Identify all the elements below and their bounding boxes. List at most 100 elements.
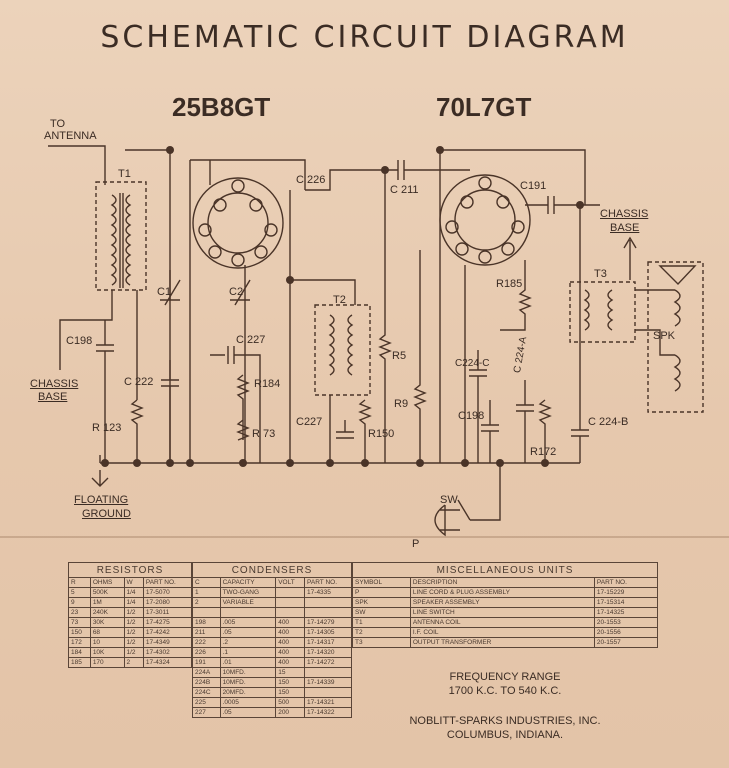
- table-cell: [275, 597, 306, 608]
- label-t3: T3: [594, 268, 607, 280]
- resistor-r150: [358, 399, 372, 463]
- table-cell: 1/2: [123, 647, 144, 658]
- table-cell: 1/2: [123, 627, 144, 638]
- table-cell: 400: [275, 637, 306, 648]
- col-header: PART NO.: [593, 577, 659, 588]
- table-cell: 73: [68, 617, 91, 628]
- capacitor-c224b: [571, 205, 589, 463]
- table-cell: [275, 587, 306, 598]
- label-c224b: C 224-B: [588, 416, 629, 428]
- capacitor-c211: [385, 160, 470, 180]
- table-cell: 15: [275, 667, 306, 678]
- table-cell: 17-14279: [304, 617, 352, 628]
- label-r185: R185: [496, 278, 523, 290]
- table-cell: .01: [219, 657, 277, 668]
- label-base-right: BASE: [610, 222, 640, 234]
- table-cell: 17-4335: [304, 587, 352, 598]
- table-cell: 224B: [192, 677, 221, 688]
- table-cell: [304, 687, 352, 698]
- table-cell: .05: [219, 707, 277, 718]
- table-cell: 17-15229: [593, 587, 659, 598]
- misc-units-table: MISCELLANEOUS UNITS SYMBOL DESCRIPTION P…: [352, 562, 659, 648]
- table-cell: 225: [192, 697, 221, 708]
- if-coil-t2: [314, 304, 371, 396]
- wire-t1-top: [125, 149, 171, 463]
- table-cell: 500: [275, 697, 306, 708]
- tube-left-plate-wiring: [190, 159, 385, 191]
- label-c198b: C198: [458, 410, 485, 422]
- tube-right-socket: [439, 174, 531, 266]
- table-cell: 400: [275, 647, 306, 658]
- table-cell: 1/4: [123, 597, 144, 608]
- speaker-spk: [647, 261, 704, 413]
- table-cell: [275, 607, 306, 618]
- label-to-antenna: TO: [50, 118, 66, 130]
- frequency-range-value: 1700 K.C. TO 540 K.C.: [448, 685, 562, 697]
- table-cell: 17-14322: [304, 707, 352, 718]
- fold-line: [0, 536, 729, 538]
- table-cell: LINE CORD & PLUG ASSEMBLY: [409, 587, 595, 598]
- manufacturer-info: NOBLITT-SPARKS INDUSTRIES, INC. COLUMBUS…: [370, 714, 640, 742]
- resistors-header-row: R OHMS W PART NO.: [68, 577, 193, 588]
- label-antenna: ANTENNA: [44, 130, 97, 142]
- label-t1: T1: [118, 168, 131, 180]
- table-cell: .05: [219, 627, 277, 638]
- label-c224c: C224-C: [455, 358, 490, 369]
- capacitor-c222-symbol: [161, 360, 179, 463]
- misc-title: MISCELLANEOUS UNITS: [352, 562, 658, 578]
- table-cell: 1/2: [123, 607, 144, 618]
- label-p: P: [412, 538, 420, 550]
- table-cell: 17-14317: [304, 637, 352, 648]
- label-c227-bottom: C227: [296, 416, 323, 428]
- antenna-coil-t1: [95, 181, 147, 291]
- col-header: W: [123, 577, 144, 588]
- table-cell: 17-4275: [142, 617, 193, 628]
- table-cell: VARIABLE: [219, 597, 277, 608]
- table-cell: T3: [352, 637, 411, 648]
- table-cell: 17-4242: [142, 627, 193, 638]
- label-c1: C1: [157, 286, 172, 298]
- table-cell: 9: [68, 597, 91, 608]
- label-r123: R 123: [92, 422, 122, 434]
- col-header: PART NO.: [304, 577, 352, 588]
- table-cell: 10K: [89, 647, 125, 658]
- capacitor-c227-top: [210, 346, 261, 463]
- table-cell: 17-3011: [142, 607, 193, 618]
- capacitor-c198b: [481, 400, 499, 463]
- col-header: VOLT: [275, 577, 306, 588]
- table-cell: I.F. COIL: [409, 627, 595, 638]
- table-cell: 191: [192, 657, 221, 668]
- table-cell: 500K: [89, 587, 125, 598]
- table-cell: 17-5070: [142, 587, 193, 598]
- label-r9: R9: [394, 398, 409, 410]
- table-cell: 224C: [192, 687, 221, 698]
- table-cell: 10MFD.: [219, 677, 277, 688]
- table-cell: 20-1557: [593, 637, 659, 648]
- table-cell: SW: [352, 607, 411, 618]
- table-cell: 17-14325: [593, 607, 659, 618]
- table-cell: TWO-GANG: [219, 587, 277, 598]
- wire-c198-chassis: [59, 290, 113, 370]
- resistor-r185: [500, 260, 532, 331]
- table-cell: 185: [68, 657, 91, 668]
- label-c227-top: C 227: [236, 334, 266, 346]
- table-cell: 400: [275, 657, 306, 668]
- tube-label-right: 70L7GT: [436, 92, 532, 122]
- table-cell: 224A: [192, 667, 221, 678]
- label-r172: R172: [530, 446, 557, 458]
- table-cell: 226: [192, 647, 221, 658]
- label-r5: R5: [392, 350, 407, 362]
- label-chassis-left: CHASSIS: [30, 378, 79, 390]
- label-ground: GROUND: [82, 508, 131, 520]
- variable-cap-c2: [230, 279, 251, 306]
